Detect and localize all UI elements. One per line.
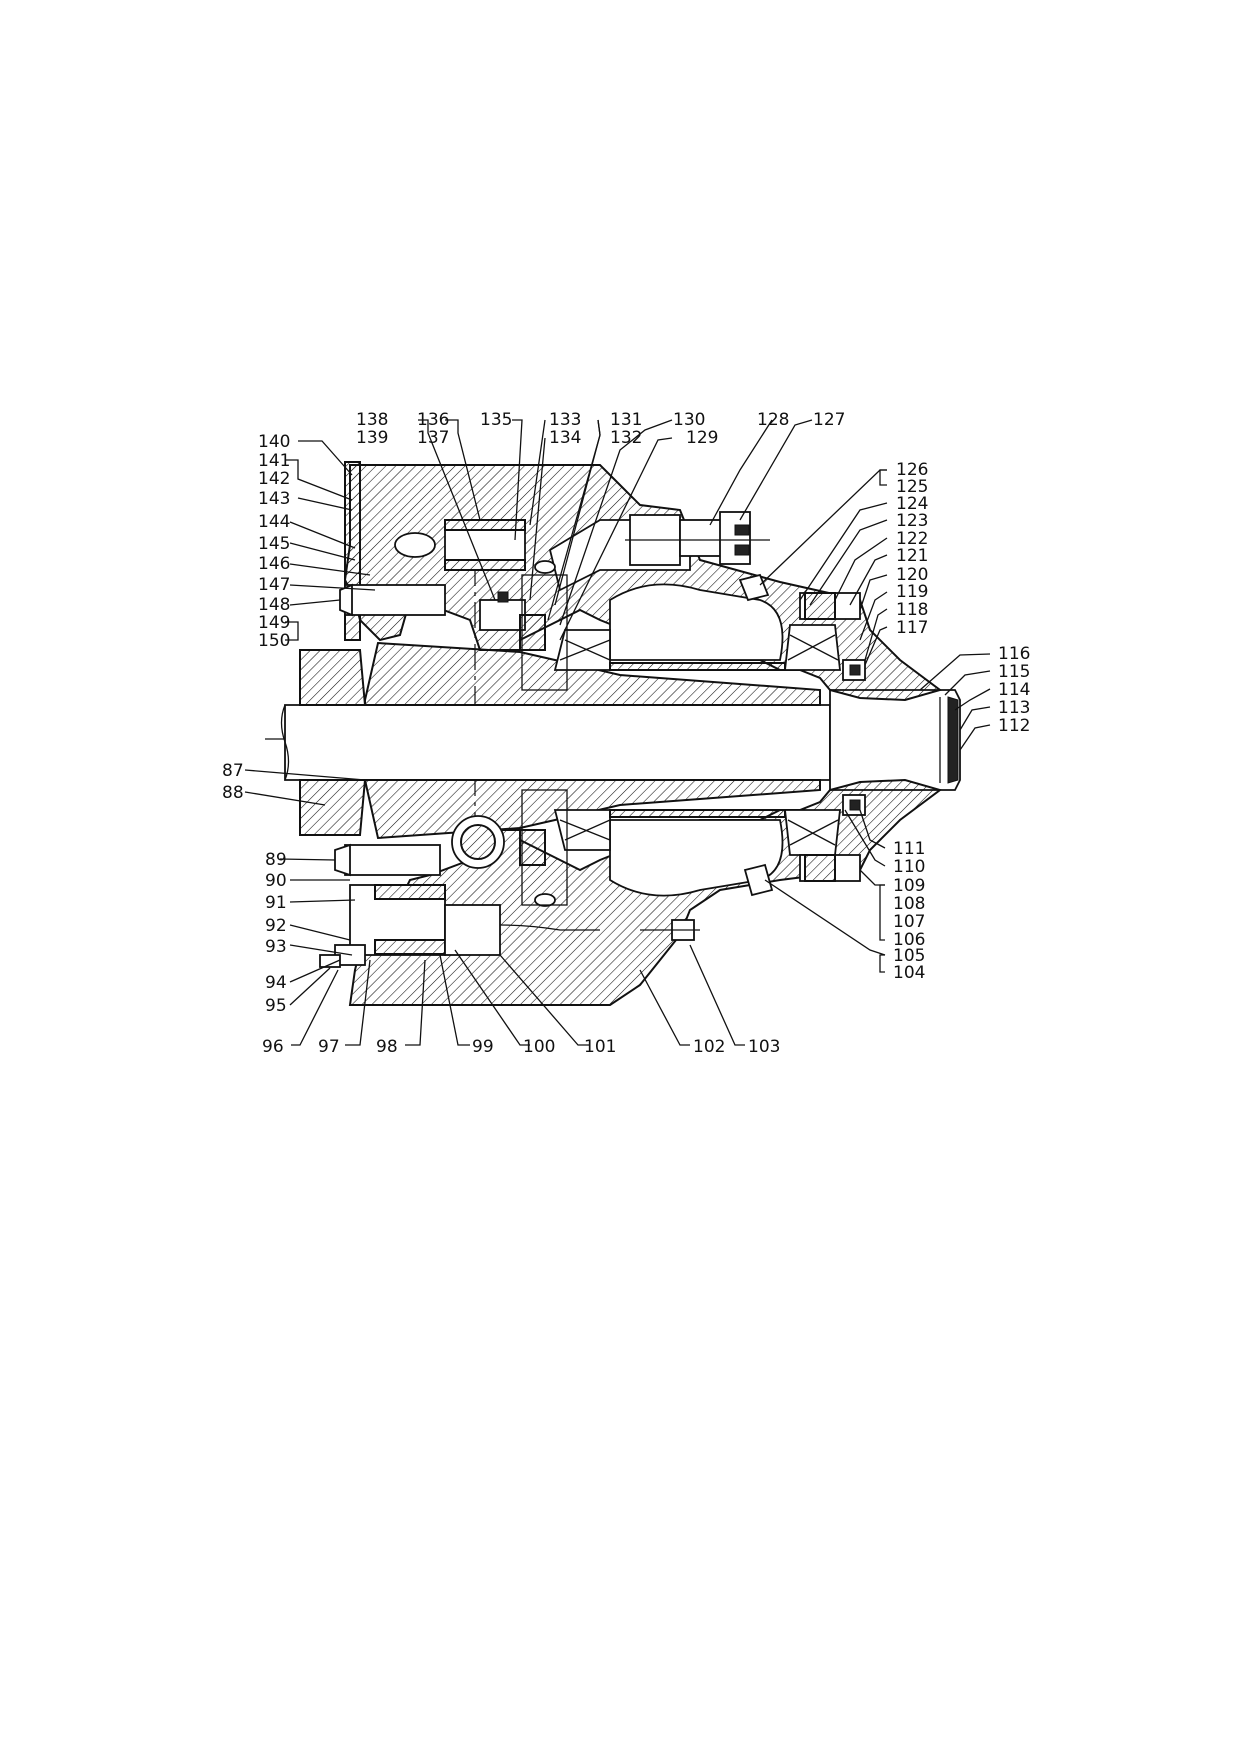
- callout-139: 139: [356, 428, 388, 448]
- callout-107: 107: [893, 912, 925, 932]
- callout-94: 94: [265, 973, 287, 993]
- callout-91: 91: [265, 893, 287, 913]
- callout-120: 120: [896, 565, 928, 585]
- callout-109: 109: [893, 876, 925, 896]
- callout-115: 115: [998, 662, 1030, 682]
- callout-119: 119: [896, 582, 928, 602]
- callout-142: 142: [258, 469, 290, 489]
- callout-146: 146: [258, 554, 290, 574]
- callout-114: 114: [998, 680, 1030, 700]
- callout-110: 110: [893, 857, 925, 877]
- callout-126: 126: [896, 460, 928, 480]
- upper-spacer: [609, 662, 786, 671]
- upper-eccentric: [479, 599, 526, 631]
- upper-cavity: [609, 583, 784, 661]
- callout-122: 122: [896, 529, 928, 549]
- callout-93: 93: [265, 937, 287, 957]
- lower-bolt-89: [344, 844, 441, 876]
- callout-labels: 138 139 136 137 135 133 134 131 132 130 …: [222, 410, 1030, 1057]
- callout-96: 96: [262, 1037, 284, 1057]
- callout-145: 145: [258, 534, 290, 554]
- callout-121: 121: [896, 546, 928, 566]
- callout-117: 117: [896, 618, 928, 638]
- callout-140: 140: [258, 432, 290, 452]
- axle-shaft: [284, 704, 831, 781]
- callout-125: 125: [896, 477, 928, 497]
- leader-lines: [244, 419, 991, 1046]
- callout-88: 88: [222, 783, 244, 803]
- callout-102: 102: [693, 1037, 725, 1057]
- callout-143: 143: [258, 489, 290, 509]
- callout-129: 129: [686, 428, 718, 448]
- callout-150: 150: [258, 631, 290, 651]
- callout-138: 138: [356, 410, 388, 430]
- callout-95: 95: [265, 996, 287, 1016]
- callout-113: 113: [998, 698, 1030, 718]
- callout-98: 98: [376, 1037, 398, 1057]
- callout-136: 136: [417, 410, 449, 430]
- upper-bolt-head: [339, 583, 353, 617]
- callout-132: 132: [610, 428, 642, 448]
- callout-90: 90: [265, 871, 287, 891]
- callout-111: 111: [893, 839, 925, 859]
- callout-147: 147: [258, 575, 290, 595]
- shaft-break-line: [280, 704, 290, 781]
- callout-141: 141: [258, 451, 290, 471]
- callout-124: 124: [896, 494, 928, 514]
- callout-112: 112: [998, 716, 1030, 736]
- lower-left-bearing: [553, 809, 611, 851]
- callout-92: 92: [265, 916, 287, 936]
- upper-left-flange: [299, 649, 367, 706]
- lower-cap-101: [444, 904, 501, 956]
- callout-89: 89: [265, 850, 287, 870]
- callout-137: 137: [417, 428, 449, 448]
- callout-106: 106: [893, 930, 925, 950]
- lower-left-flange: [299, 779, 367, 836]
- callout-149: 149: [258, 613, 290, 633]
- callout-100: 100: [523, 1037, 555, 1057]
- upper-taper-sleeve: [364, 641, 821, 706]
- callout-101: 101: [584, 1037, 616, 1057]
- upper-left-bearing: [553, 629, 611, 671]
- callout-130: 130: [673, 410, 705, 430]
- callout-128: 128: [757, 410, 789, 430]
- drain-plug: [743, 863, 774, 897]
- callout-144: 144: [258, 512, 290, 532]
- callout-148: 148: [258, 595, 290, 615]
- callout-97: 97: [318, 1037, 340, 1057]
- grease-nipple-127: [719, 511, 751, 565]
- callout-104: 104: [893, 963, 925, 983]
- callout-87: 87: [222, 761, 244, 781]
- callout-135: 135: [480, 410, 512, 430]
- callout-131: 131: [610, 410, 642, 430]
- upper-seal: [519, 614, 546, 651]
- callout-133: 133: [549, 410, 581, 430]
- callout-134: 134: [549, 428, 581, 448]
- callout-123: 123: [896, 511, 928, 531]
- callout-127: 127: [813, 410, 845, 430]
- callout-116: 116: [998, 644, 1030, 664]
- upper-pin-head: [394, 532, 436, 558]
- upper-bolt-148: [344, 584, 446, 616]
- callout-103: 103: [748, 1037, 780, 1057]
- end-cap-plate: [947, 696, 959, 784]
- callout-118: 118: [896, 600, 928, 620]
- callout-99: 99: [472, 1037, 494, 1057]
- assembly-geometry: [265, 461, 961, 1006]
- vent-plug: [738, 573, 770, 602]
- callout-105: 105: [893, 946, 925, 966]
- callout-108: 108: [893, 894, 925, 914]
- lower-spacer: [609, 809, 786, 818]
- lower-seal: [519, 829, 546, 866]
